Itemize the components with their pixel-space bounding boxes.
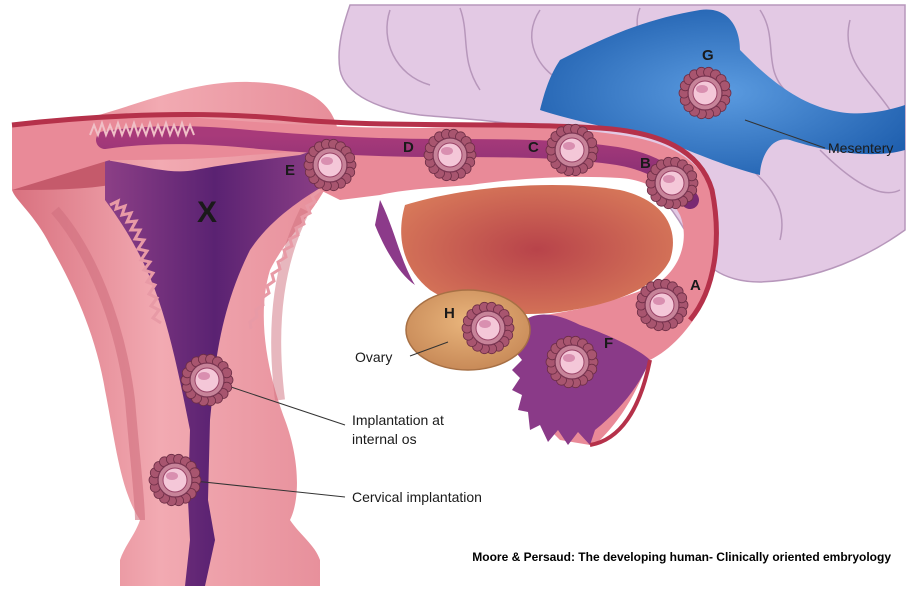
blastocyst-internal-os xyxy=(181,354,233,405)
label-x: X xyxy=(197,196,217,229)
label-g: G xyxy=(702,47,714,64)
internal-os-label-line2: internal os xyxy=(352,431,417,447)
label-b: B xyxy=(640,155,651,172)
peritoneal-cavity xyxy=(375,185,673,314)
label-c: C xyxy=(528,139,539,156)
mesentery-label: Mesentery xyxy=(828,140,893,156)
blastocyst-a xyxy=(636,279,688,330)
blastocyst-d xyxy=(424,129,476,180)
blastocyst-e xyxy=(304,139,356,190)
source-caption: Moore & Persaud: The developing human- C… xyxy=(472,550,891,564)
internal-os-label-line1: Implantation at xyxy=(352,412,444,428)
label-h: H xyxy=(444,305,455,322)
blastocyst-h xyxy=(462,302,514,353)
label-a: A xyxy=(690,277,701,294)
blastocyst-f xyxy=(546,336,598,387)
label-d: D xyxy=(403,139,414,156)
ovary-label: Ovary xyxy=(355,349,392,365)
blastocyst-b xyxy=(646,157,698,208)
blastocyst-g xyxy=(679,67,731,118)
label-f: F xyxy=(604,335,613,352)
cervical-label: Cervical implantation xyxy=(352,489,482,505)
blastocyst-c xyxy=(546,124,598,175)
label-e: E xyxy=(285,162,295,179)
blastocyst-cervical xyxy=(149,454,201,505)
